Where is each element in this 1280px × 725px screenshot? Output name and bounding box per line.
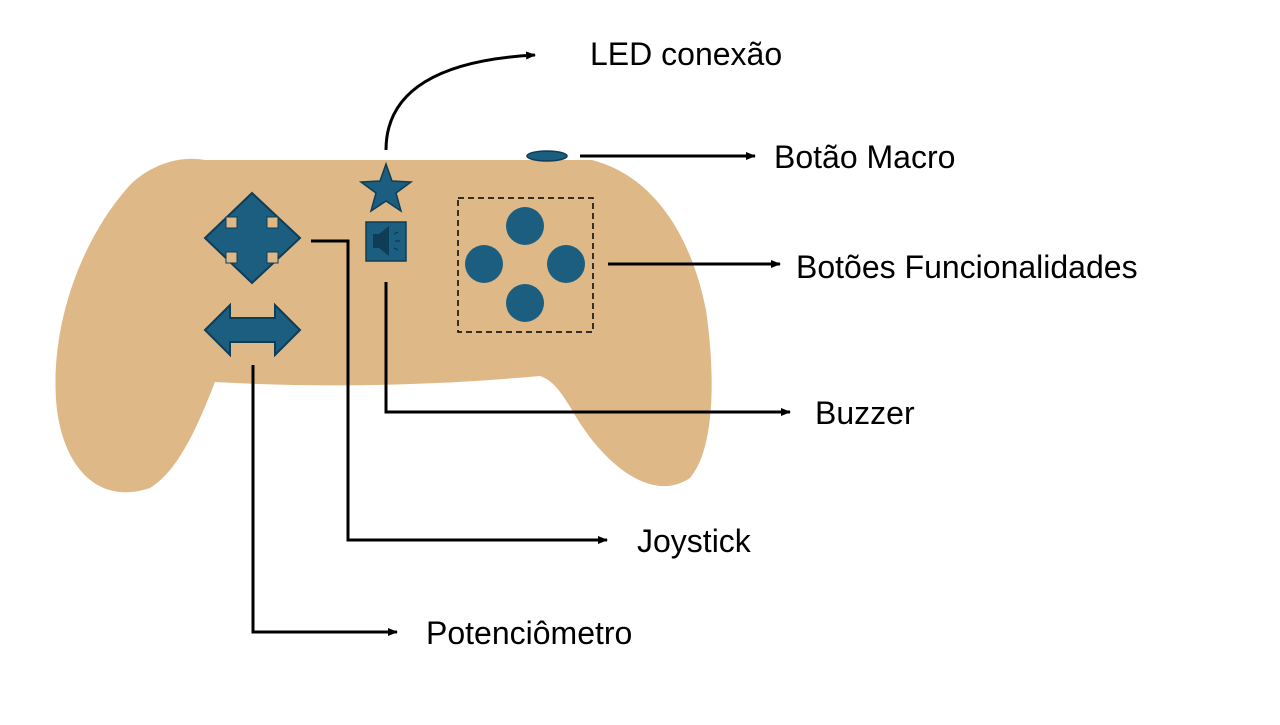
four-way-arrow-icon bbox=[203, 191, 302, 285]
label-macro-button: Botão Macro bbox=[774, 139, 956, 175]
function-button-top[interactable] bbox=[506, 207, 544, 245]
four-circle-buttons-icon bbox=[457, 197, 594, 333]
double-arrow-icon bbox=[203, 302, 302, 358]
label-led: LED conexão bbox=[590, 36, 783, 72]
function-button-right[interactable] bbox=[547, 245, 585, 283]
star-icon bbox=[358, 161, 414, 213]
label-potentiometer: Potenciômetro bbox=[426, 615, 633, 651]
controller-body bbox=[55, 158, 712, 493]
speaker-icon bbox=[365, 221, 407, 262]
buzzer-connector bbox=[384, 282, 791, 416]
label-joystick: Joystick bbox=[637, 523, 751, 559]
oval-button-icon[interactable] bbox=[526, 150, 568, 162]
led-connector bbox=[384, 51, 536, 151]
potentiometer-connector bbox=[251, 365, 398, 636]
function-button-bottom[interactable] bbox=[506, 284, 544, 322]
label-buzzer: Buzzer bbox=[815, 395, 915, 431]
joystick-connector bbox=[311, 239, 608, 544]
function-button-left[interactable] bbox=[465, 245, 503, 283]
label-function-buttons: Botões Funcionalidades bbox=[796, 249, 1138, 285]
